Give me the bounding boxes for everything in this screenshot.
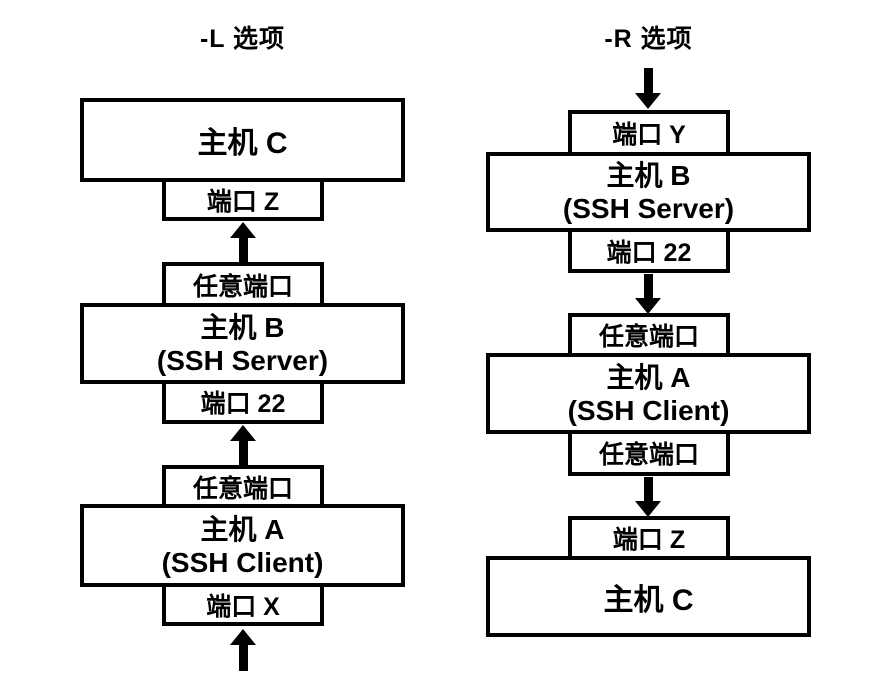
arrow-shaft — [643, 477, 653, 501]
left-port-22-label: 端口 22 — [200, 390, 286, 418]
left-host-b-box: 主机 B (SSH Server) — [80, 303, 405, 384]
left-port-z-label: 端口 Z — [206, 187, 280, 216]
right-host-a-box: 主机 A (SSH Client) — [486, 353, 811, 434]
arrow-down-icon — [635, 477, 661, 517]
right-host-b-name: 主机 B — [606, 160, 691, 191]
arrow-head — [635, 501, 661, 517]
left-port-x-label: 端口 X — [206, 592, 280, 621]
arrow-head — [635, 93, 661, 109]
left-port-x-box: 端口 X — [162, 583, 324, 626]
arrow-head — [635, 298, 661, 314]
arrow-shaft — [238, 441, 248, 466]
left-port-z-box: 端口 Z — [162, 178, 324, 221]
left-host-a-box: 主机 A (SSH Client) — [80, 504, 405, 587]
left-host-b-role: (SSH Server) — [156, 344, 329, 376]
arrow-shaft — [643, 68, 653, 93]
arrow-shaft — [238, 238, 248, 263]
right-host-c-label: 主机 C — [603, 583, 694, 617]
arrow-down-icon — [635, 274, 661, 314]
left-host-a-role: (SSH Client) — [161, 546, 324, 578]
right-port-z-box: 端口 Z — [568, 516, 730, 560]
left-any-port-upper-label: 任意端口 — [192, 272, 293, 301]
right-panel-title: -R 选项 — [604, 25, 693, 53]
arrow-up-icon — [230, 222, 256, 263]
left-panel-title: -L 选项 — [199, 25, 286, 53]
right-any-port-upper-label: 任意端口 — [598, 323, 699, 351]
left-host-c-box: 主机 C — [80, 98, 405, 182]
right-host-a-name: 主机 A — [606, 361, 691, 393]
left-any-port-upper-box: 任意端口 — [162, 262, 324, 307]
right-port-y-label: 端口 Y — [612, 121, 686, 149]
right-any-port-lower-label: 任意端口 — [598, 441, 699, 469]
right-host-c-box: 主机 C — [486, 556, 811, 637]
arrow-down-icon — [635, 68, 661, 109]
right-host-b-role: (SSH Server) — [562, 193, 735, 224]
right-any-port-upper-box: 任意端口 — [568, 313, 730, 357]
right-port-22-label: 端口 22 — [606, 238, 692, 267]
right-host-b-box: 主机 B (SSH Server) — [486, 152, 811, 232]
arrow-head — [230, 629, 256, 645]
left-host-b-name: 主机 B — [200, 311, 285, 343]
arrow-up-icon — [230, 629, 256, 671]
right-any-port-lower-box: 任意端口 — [568, 430, 730, 476]
left-any-port-lower-box: 任意端口 — [162, 465, 324, 508]
right-port-z-label: 端口 Z — [612, 526, 686, 554]
arrow-head — [230, 425, 256, 441]
left-port-22-box: 端口 22 — [162, 380, 324, 424]
left-host-c-label: 主机 C — [197, 127, 288, 160]
arrow-shaft — [238, 645, 248, 671]
arrow-shaft — [643, 274, 653, 298]
arrow-head — [230, 222, 256, 238]
right-port-22-box: 端口 22 — [568, 228, 730, 273]
right-host-a-role: (SSH Client) — [567, 394, 730, 426]
left-host-a-name: 主机 A — [200, 513, 285, 545]
left-any-port-lower-label: 任意端口 — [192, 474, 293, 503]
arrow-up-icon — [230, 425, 256, 466]
right-port-y-box: 端口 Y — [568, 110, 730, 156]
